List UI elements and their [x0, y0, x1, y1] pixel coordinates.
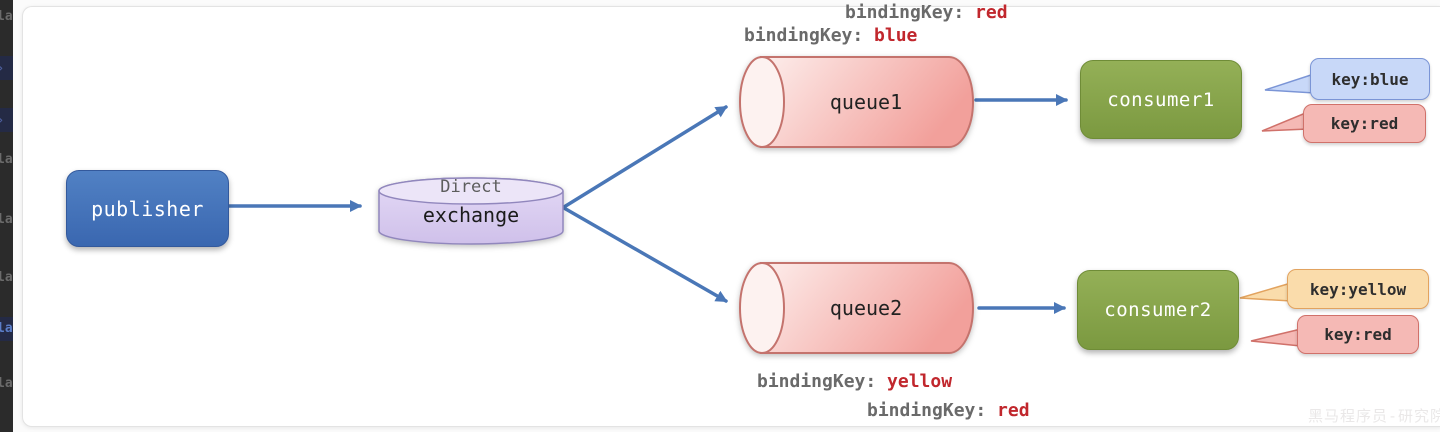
binding-key-prefix: bindingKey:	[845, 2, 976, 23]
exchange-label: exchange	[422, 203, 520, 227]
sidebar-item-fragment[interactable]: la	[0, 9, 13, 24]
queue1-node: queue1	[737, 55, 975, 149]
watermark: 黑马程序员-研究院	[1307, 407, 1440, 425]
queue-cylinder-shape	[739, 56, 974, 148]
consumer1-node: consumer1	[1080, 60, 1242, 139]
binding-key-value: red	[975, 2, 1008, 23]
sidebar-item-fragment[interactable]: la	[0, 376, 13, 391]
binding-key-label-red-bottom: bindingKey: red	[867, 400, 1030, 421]
consumer1-label: consumer1	[1107, 88, 1215, 111]
binding-key-value: blue	[874, 25, 918, 46]
consumer2-node: consumer2	[1077, 270, 1239, 350]
publisher-node: publisher	[66, 170, 229, 247]
key-tag-label: key:red	[1330, 114, 1399, 133]
binding-key-value: yellow	[887, 371, 953, 392]
binding-key-label-yellow: bindingKey: yellow	[757, 371, 952, 392]
binding-key-prefix: bindingKey:	[867, 400, 998, 421]
binding-key-prefix: bindingKey:	[757, 371, 888, 392]
consumer2-label: consumer2	[1104, 299, 1212, 321]
key-tag-blue: key:blue	[1310, 58, 1430, 100]
key-tag-label: key:blue	[1331, 69, 1409, 89]
key-tag-label: key:red	[1324, 325, 1392, 344]
key-tag-red-bottom: key:red	[1297, 315, 1419, 354]
binding-key-prefix: bindingKey:	[744, 25, 875, 46]
queue1-label: queue1	[829, 90, 903, 114]
sidebar-item-selected[interactable]: la	[0, 317, 13, 341]
queue2-label: queue2	[829, 296, 903, 320]
chevron-right-icon: ›	[0, 113, 4, 127]
exchange-node: Direct exchange	[377, 176, 565, 246]
sidebar-item-fragment[interactable]: la	[0, 270, 13, 285]
exchange-cylinder-shape	[378, 177, 564, 245]
sidebar-item-row[interactable]: ›	[0, 56, 13, 80]
queue-cylinder-shape	[739, 262, 974, 354]
key-tag-red-top: key:red	[1303, 104, 1426, 143]
key-tag-label: key:yellow	[1309, 279, 1407, 299]
binding-key-label-blue: bindingKey: blue	[744, 25, 917, 46]
binding-key-value: red	[997, 400, 1030, 421]
chevron-right-icon: ›	[0, 61, 4, 75]
key-tag-yellow: key:yellow	[1287, 269, 1429, 309]
left-sidebar-strip: la › › la la la la la	[0, 0, 13, 432]
publisher-label: publisher	[91, 196, 204, 221]
queue2-node: queue2	[737, 261, 975, 355]
sidebar-item-fragment[interactable]: la	[0, 152, 13, 167]
exchange-type-label: Direct	[440, 177, 502, 197]
binding-key-label-red-top: bindingKey: red	[845, 2, 1008, 23]
sidebar-item-row[interactable]: ›	[0, 108, 13, 132]
sidebar-item-fragment[interactable]: la	[0, 212, 13, 227]
